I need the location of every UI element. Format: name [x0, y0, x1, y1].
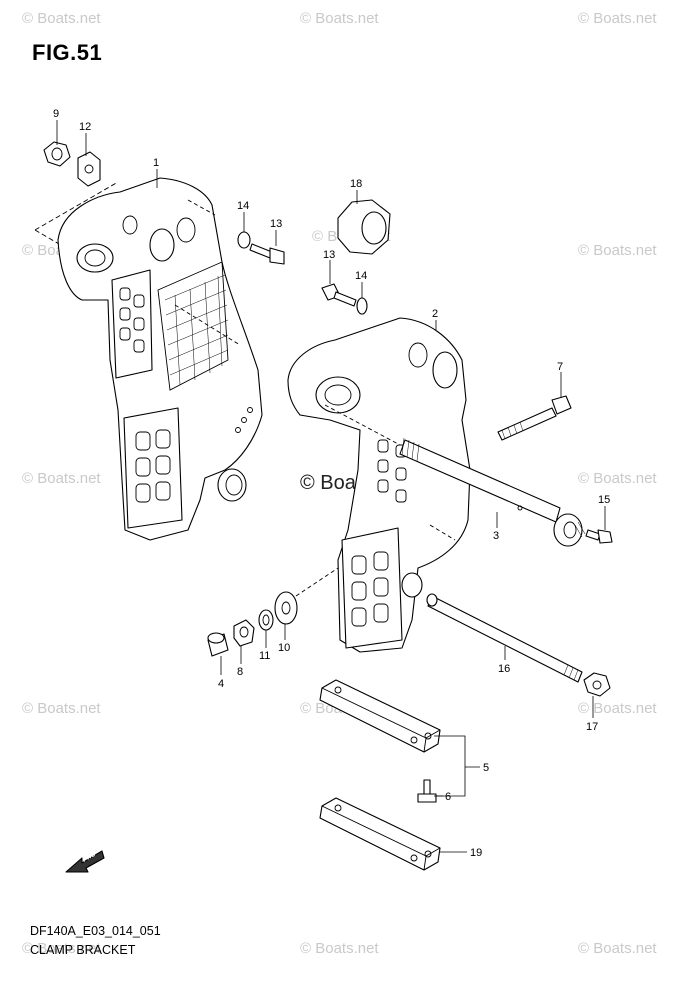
tilt-tube [399, 437, 586, 547]
shaft-16 [426, 593, 583, 683]
washer-10 [274, 591, 298, 625]
callout-7: 7 [557, 361, 563, 373]
watermark: © Boats.net [578, 10, 657, 27]
callout-1: 1 [153, 157, 159, 169]
bolt-13b [321, 283, 357, 307]
plate-19 [319, 797, 441, 871]
bolt-13a [249, 243, 285, 265]
callout-8: 8 [237, 666, 243, 678]
washer-14a [237, 231, 251, 249]
watermark: © Boats.net [578, 700, 657, 717]
callout-4: 4 [218, 678, 224, 690]
watermark: © Boats.net [22, 940, 101, 957]
callout-14: 14 [355, 270, 367, 282]
leader-lines [56, 120, 606, 853]
figure-code: DF140A_E03_014_051 [30, 924, 161, 938]
callout-13: 13 [323, 249, 335, 261]
callout-12: 12 [79, 121, 91, 133]
watermark: © Boats.net [300, 940, 379, 957]
watermark: © Boats.net [300, 10, 379, 27]
callout-14: 14 [237, 200, 249, 212]
watermark: © Boats.net [22, 470, 101, 487]
callout-10: 10 [278, 642, 290, 654]
callout-9: 9 [53, 108, 59, 120]
bolt-7 [497, 395, 572, 441]
callout-5: 5 [483, 762, 489, 774]
callout-6: 6 [445, 791, 451, 803]
figure-title: FIG.51 [32, 40, 103, 65]
watermark: © Boats.net [578, 470, 657, 487]
callout-labels: 9 12 1 14 13 18 13 14 2 7 15 3 16 17 4 8… [53, 108, 610, 859]
clamp-bracket-right [287, 317, 471, 653]
washer-14b [356, 297, 368, 315]
watermark: © Boats.net [22, 10, 101, 27]
callout-18: 18 [350, 178, 362, 190]
callout-11: 11 [259, 650, 270, 662]
callout-16: 16 [498, 663, 510, 675]
callout-13: 13 [270, 218, 282, 230]
cap-18 [337, 199, 391, 255]
washer-11 [258, 609, 274, 631]
bolt-15 [585, 529, 613, 544]
clamp-bracket-left [34, 177, 263, 541]
nut-8 [233, 619, 255, 647]
nut-9 [43, 141, 71, 167]
plate-5 [319, 679, 441, 753]
callout-17: 17 [586, 721, 598, 733]
watermark: © Boats.net [578, 242, 657, 259]
plate-12 [77, 151, 101, 187]
callout-2: 2 [432, 308, 438, 320]
figure-name: CLAMP BRACKET [30, 943, 136, 957]
watermark: © Boats.net [22, 700, 101, 717]
fwd-arrow-icon: FWD [65, 850, 105, 873]
nut-17 [583, 672, 611, 697]
callout-3: 3 [493, 530, 499, 542]
watermark: © Boats.net [578, 940, 657, 957]
callout-15: 15 [598, 494, 610, 506]
callout-19: 19 [470, 847, 482, 859]
bolt-6 [417, 779, 437, 803]
collar-4 [207, 632, 229, 657]
